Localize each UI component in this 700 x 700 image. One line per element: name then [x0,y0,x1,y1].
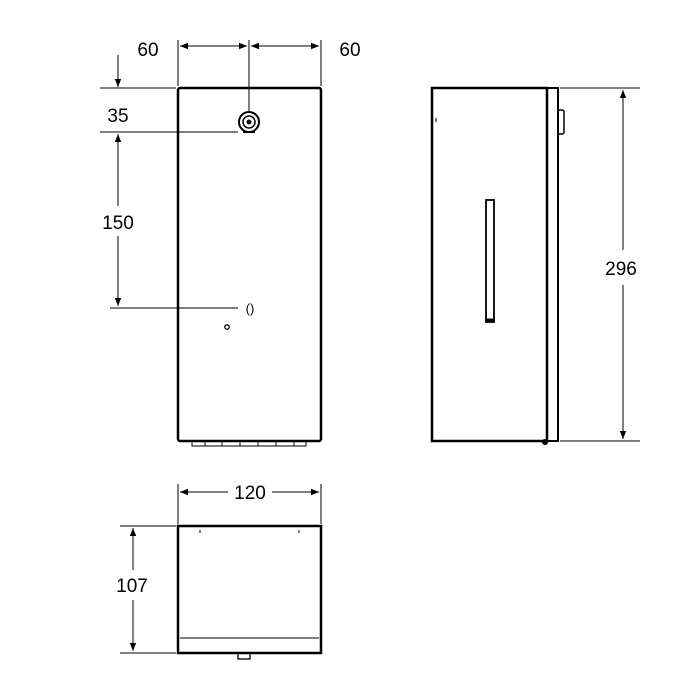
dimension-offsets: 60 60 [137,40,361,112]
bottom-nozzle [237,652,251,660]
dim-lock-to-sensor-label: 150 [102,213,134,234]
front-view: () 60 60 35 150 [100,40,361,447]
side-button [557,109,565,135]
dim-width-label: 120 [234,483,266,504]
dim-left-offset-label: 60 [137,40,158,61]
side-body-outline [430,86,549,443]
dimension-width: 120 [177,483,322,524]
dimension-depth: 107 [116,525,176,654]
dimension-height: 296 [560,87,640,442]
level-window [485,199,495,323]
dim-depth-label: 107 [116,576,148,597]
dim-top-to-lock-label: 35 [107,106,128,127]
sensor-icon: () [246,301,255,316]
bottom-view: 120 107 [116,483,323,660]
indicator-led-icon [224,324,230,330]
side-view: 296 [430,86,640,445]
bottom-body-outline [176,524,323,655]
bottom-vents [191,440,307,447]
front-body-outline [176,86,323,443]
dim-right-offset-label: 60 [339,40,360,61]
lock-icon [238,111,260,133]
dim-height-label: 296 [605,259,637,280]
dimension-vertical-front: 35 150 [100,55,238,309]
